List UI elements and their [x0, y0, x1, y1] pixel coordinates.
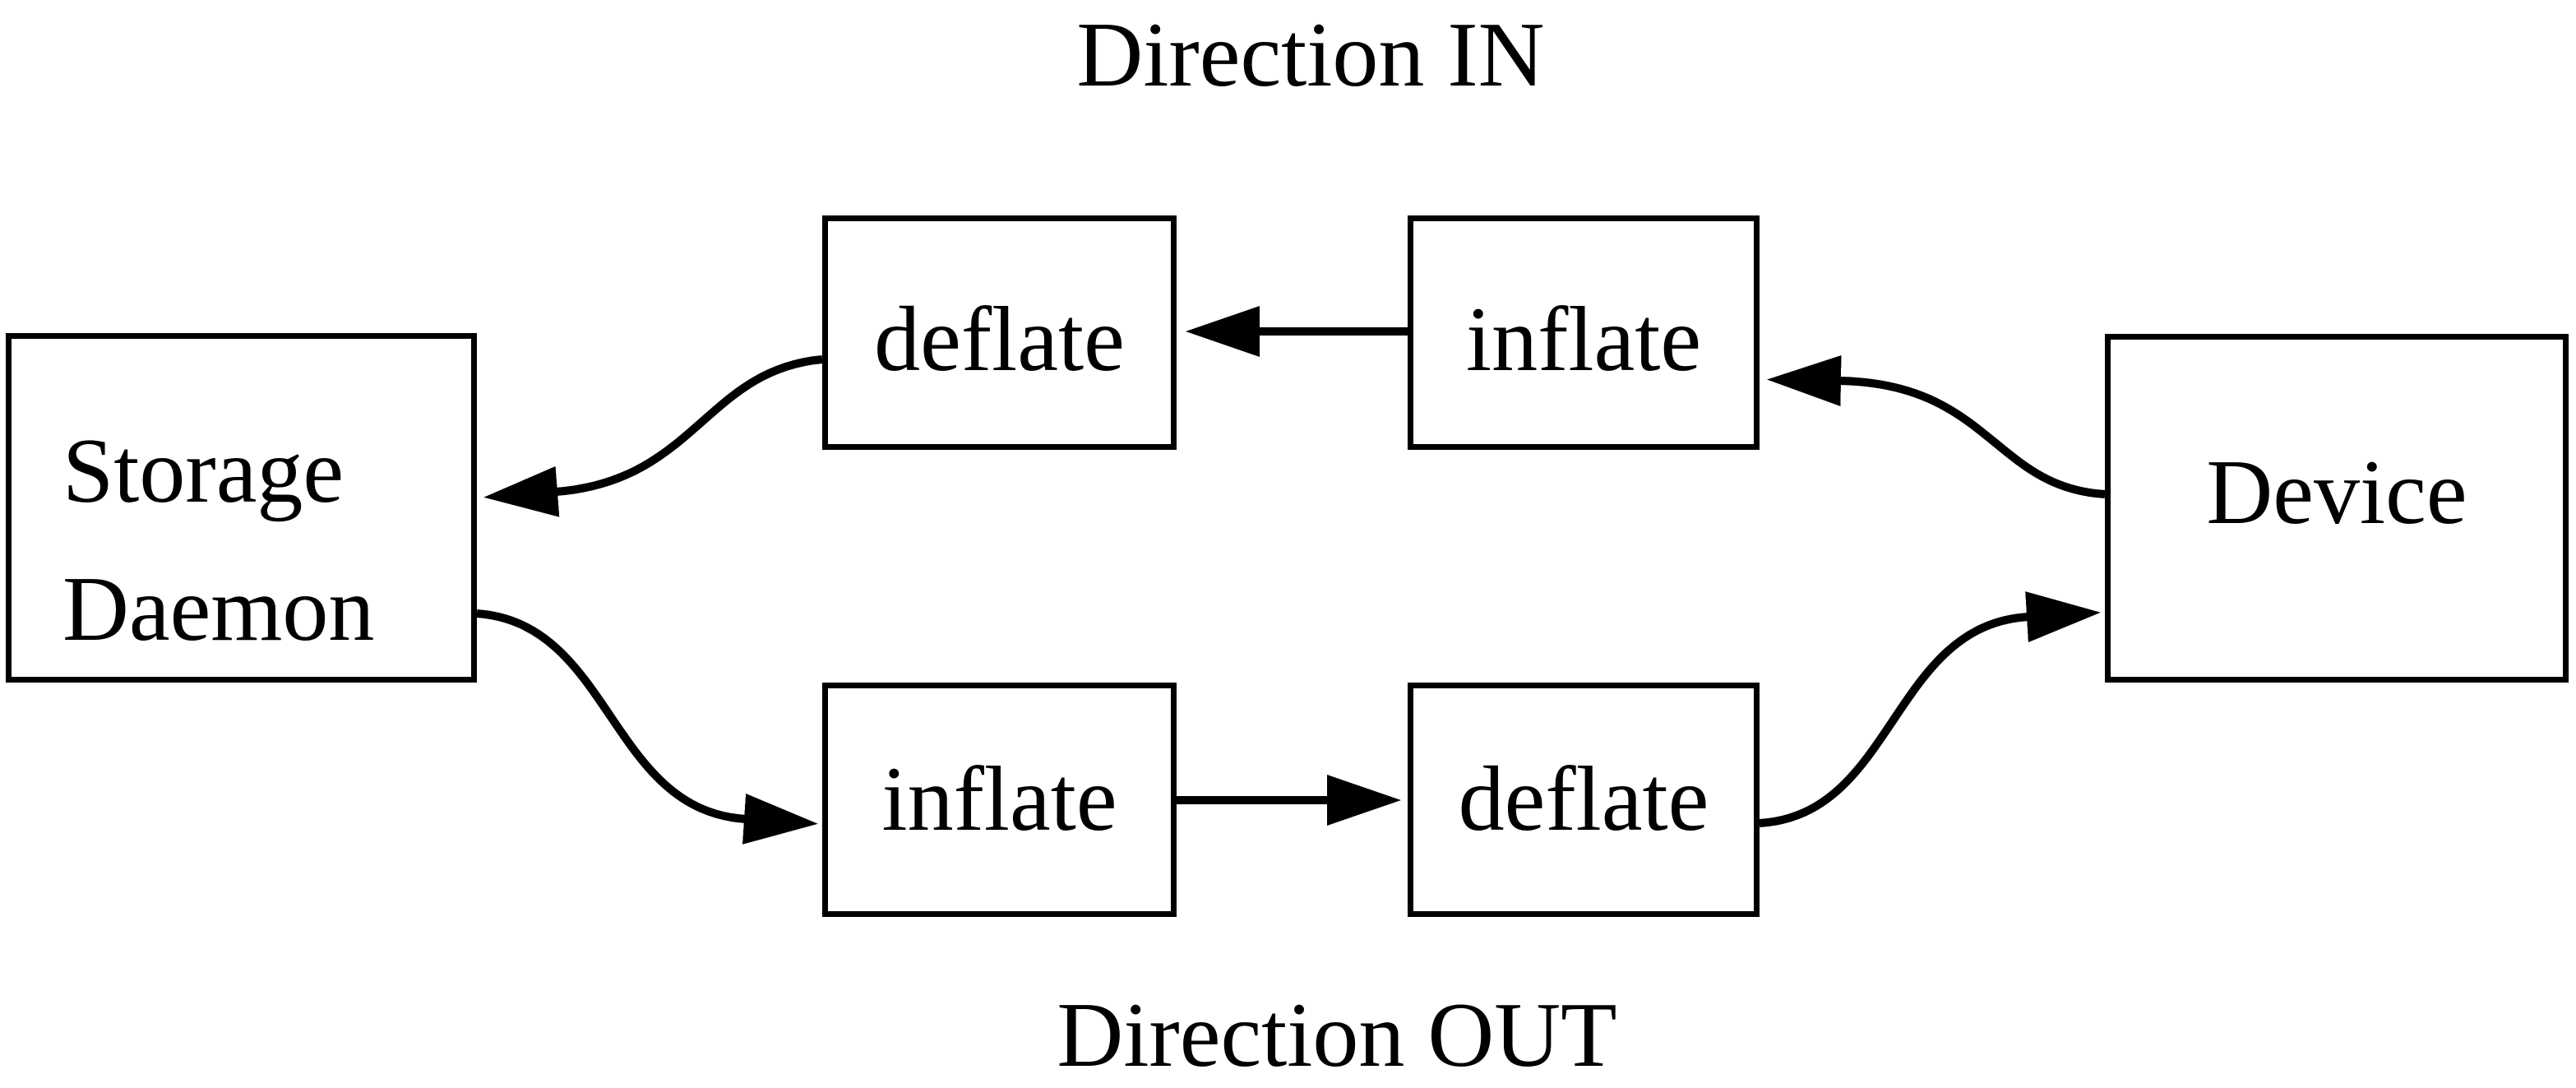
node-storage-daemon: Storage Daemon [6, 333, 477, 683]
edge-deflate-out-to-device [1759, 591, 2101, 827]
edge-device-to-inflate-in [1767, 355, 2106, 498]
edge-deflate-in-to-storage-daemon [483, 355, 823, 517]
title-direction-out: Direction OUT [1057, 984, 1617, 1086]
node-inflate-out: inflate [822, 683, 1177, 917]
node-deflate-in: deflate [822, 215, 1177, 450]
node-inflate-in: inflate [1408, 215, 1760, 450]
node-label-daemon: Daemon [62, 558, 375, 660]
node-label: Device [2206, 442, 2467, 544]
node-device: Device [2105, 334, 2569, 683]
edge-storage-daemon-to-inflate-out [476, 609, 818, 845]
node-label: deflate [1458, 748, 1709, 850]
title-direction-in: Direction IN [1076, 4, 1545, 106]
node-label: deflate [874, 288, 1125, 391]
node-label-storage: Storage [62, 419, 345, 522]
node-label: inflate [1465, 288, 1702, 391]
node-deflate-out: deflate [1408, 683, 1760, 917]
node-label: inflate [881, 748, 1117, 850]
